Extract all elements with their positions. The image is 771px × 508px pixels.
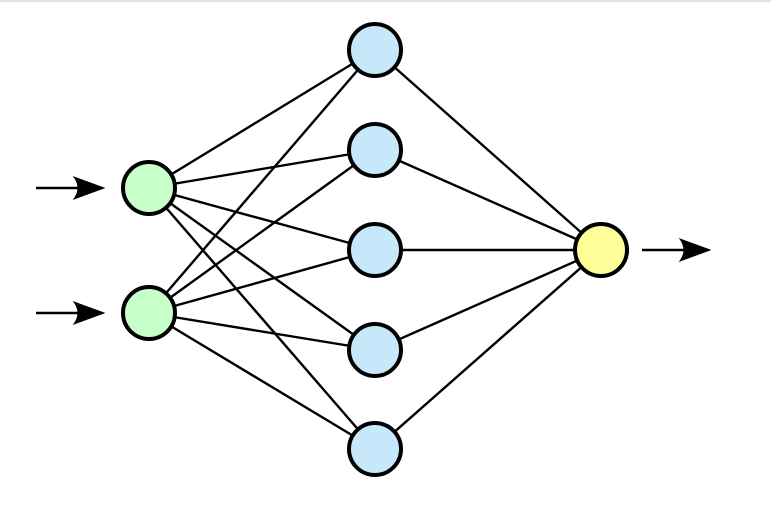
hidden-node-3 xyxy=(347,222,403,278)
input-node-2 xyxy=(121,285,177,341)
edge-input-node-2-to-hidden-node-3 xyxy=(148,248,376,315)
output-arrow-head-icon xyxy=(678,237,712,263)
edge-hidden-node-4-to-output-node-1 xyxy=(374,248,602,352)
input-arrow-1-head-icon xyxy=(72,175,106,201)
edge-input-node-2-to-hidden-node-4 xyxy=(148,311,376,352)
hidden-node-1 xyxy=(347,22,403,78)
input-arrow-2-head-icon xyxy=(72,300,106,326)
input-node-1 xyxy=(121,160,177,216)
hidden-node-2 xyxy=(347,122,403,178)
edge-input-node-2-to-hidden-node-5 xyxy=(148,311,376,451)
hidden-node-4 xyxy=(347,322,403,378)
edge-hidden-node-1-to-output-node-1 xyxy=(374,49,602,251)
edge-hidden-node-2-to-output-node-1 xyxy=(374,148,602,252)
edge-input-node-1-to-hidden-node-4 xyxy=(148,187,376,351)
edge-input-node-1-to-hidden-node-3 xyxy=(148,186,376,252)
output-node-1 xyxy=(573,222,629,278)
edge-input-node-1-to-hidden-node-1 xyxy=(148,48,376,190)
edge-input-node-2-to-hidden-node-1 xyxy=(148,49,376,314)
hidden-node-5 xyxy=(347,421,403,477)
edge-input-node-1-to-hidden-node-5 xyxy=(148,187,376,450)
window-top-border xyxy=(0,0,771,2)
edge-input-node-2-to-hidden-node-2 xyxy=(148,149,376,314)
edge-input-node-1-to-hidden-node-2 xyxy=(148,148,376,190)
edge-hidden-node-5-to-output-node-1 xyxy=(374,249,602,450)
